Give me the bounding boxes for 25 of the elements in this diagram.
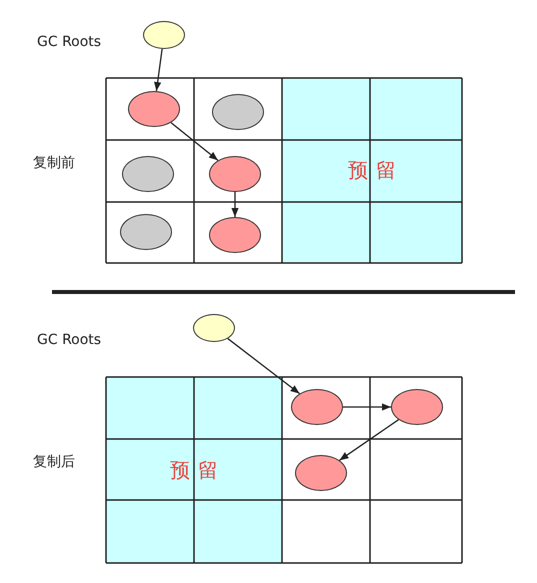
root-ellipse (193, 314, 235, 342)
root-label: GC Roots (37, 34, 102, 50)
reserved-area (106, 377, 282, 563)
area-label: 预留 (347, 160, 404, 180)
root-label: GC Roots (37, 332, 102, 348)
arrow (170, 122, 218, 161)
arrow (227, 338, 300, 394)
object-ellipse (391, 389, 443, 425)
arrow (231, 192, 239, 217)
object-ellipse (209, 156, 261, 192)
arrow (339, 419, 399, 461)
object-ellipse (122, 156, 174, 192)
reserved-area (282, 78, 462, 262)
object-ellipse (120, 214, 172, 250)
object-ellipse (295, 455, 347, 491)
arrow (343, 403, 391, 411)
object-ellipse (291, 389, 343, 425)
object-ellipse (209, 217, 261, 253)
arrow (154, 48, 163, 92)
area-label: 预留 (169, 460, 226, 480)
root-ellipse (143, 21, 185, 49)
object-ellipse (128, 91, 180, 127)
object-ellipse (212, 94, 264, 130)
row-label: 复制后 (33, 453, 75, 471)
row-label: 复制前 (33, 154, 75, 172)
